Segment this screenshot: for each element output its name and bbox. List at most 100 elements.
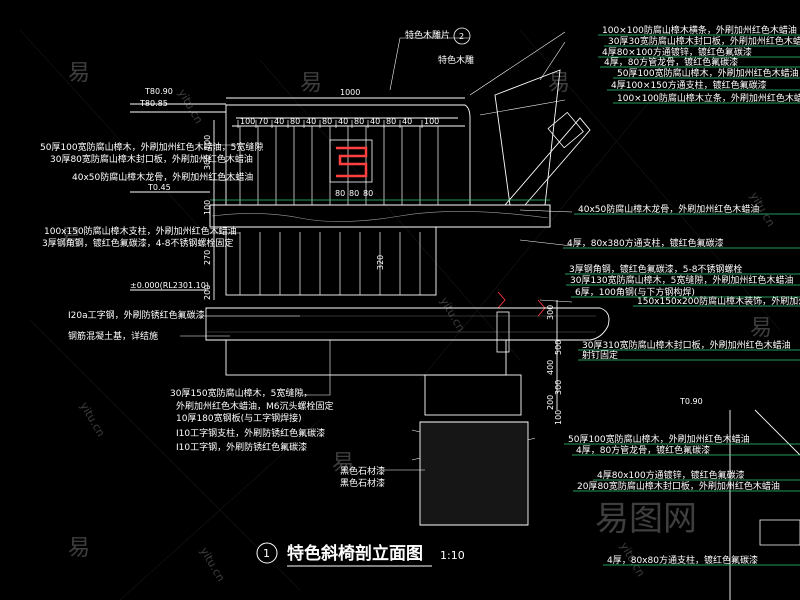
leader [519,209,573,213]
annotation-note: 40x50防腐山樟木龙骨，外刷加州红色木蜡油 [72,171,253,183]
watermark-logo: 易 [68,536,90,561]
carved-panel [329,139,373,183]
annotation-note: 4厚100×150方通支柱，镀红色氟碳漆 [611,79,767,91]
dimension-right: 100 [554,410,563,425]
ref-label: 特色木雕片 [405,29,450,41]
leader-ref [389,37,470,91]
support-end-block [547,111,584,149]
dimension-right: 400 [546,360,555,375]
dimension-segment: 40 [338,117,348,126]
foundation [411,374,536,526]
level-mark: T80.90 [144,87,173,96]
leader [539,299,573,303]
annotation-note: 外刷加州红色木蜡油，M6沉头螺栓固定 [176,400,334,412]
beam-lower [225,339,507,376]
level-mark: T0.45 [147,183,171,192]
leader [539,41,566,81]
annotation-note: 30厚30宽防腐山樟木封口板，外刷加州红色木蜡油 [608,35,800,47]
watermark-logo: 易 [300,71,322,96]
seat-slab [209,204,551,228]
beam-flanges [206,315,596,333]
dimension-segment: 80 [386,117,396,126]
watermark-logo: 易 [332,451,354,476]
level-mark: T0.90 [679,397,703,406]
annotation-note: 50厚100宽防腐山樟木，外刷加州红色木蜡油，5宽缝隙 [40,141,263,153]
annotation-note: I10工字钢，外刷防锈红色氟碳漆 [176,441,307,453]
annotation-note: 30厚80宽防腐山樟木封口板，外刷加州红色木蜡油 [50,153,253,165]
dimension-segment: 80 [354,117,364,126]
reference-bubble: 2 特色木雕片 特色木雕 [405,27,474,66]
dimension-left: 100 [203,200,212,215]
carving-pattern [336,146,368,178]
leader-lines [180,31,573,471]
annotation-note: 10厚180宽钢板(与工字钢焊接) [176,412,302,424]
dimension-guides [130,97,558,410]
annotation-note: 50厚100宽防腐山樟木，外刷加州红色木蜡油 [568,433,750,445]
watermark-url: yitu.cn [175,87,205,126]
dimension-left: 300 [203,155,212,170]
dimension-segment: 40 [274,117,284,126]
ref-circle [453,27,471,45]
annotation-note: 4厚，80x80方通支柱，镀红色氟碳漆 [607,554,758,566]
dimension-segment: 100 [424,117,439,126]
slanted-support [494,69,591,206]
title-text: 特色斜椅剖立面图 [287,543,423,564]
bench-back [225,104,471,206]
dimension-segment: 40 [370,117,380,126]
watermark-url: yitu.cn [197,545,227,584]
annotation-note: 钢筋混凝土基，详结施 [68,330,158,342]
detail-corner [729,409,800,600]
slanted-brace [504,117,591,206]
annotation-note: 4厚80×100方通镀锌，镀红色氟碳漆 [602,46,752,58]
annotation-note: 30厚130宽防腐山樟木，5宽缝隙，外刷加州红色木蜡油 [570,274,793,286]
dimension-mid: 320 [376,255,385,270]
annotation-note: 40x50防腐山樟木龙骨，外刷加州红色木蜡油 [578,203,759,215]
bracket-left [497,291,506,309]
annotation-note: 射钉固定 [582,349,618,361]
dimension-panel: 80 [335,189,345,198]
annotation-note: 100×100防腐山樟木立条，外刷加州红色木蜡油 [617,92,800,104]
watermark-logo: 易 [60,226,82,251]
level-marks: T80.90 T80.85 T0.45 T0.90 ±0.000(RL2301.… [130,87,703,406]
footing-break [411,429,536,461]
ref-sublabel: 特色木雕 [438,54,474,66]
leader [300,340,331,396]
annotation-note: 3厚钢角钢，镀红色氟碳漆，4-8不锈钢螺栓固定 [42,237,233,249]
annotation-note: 30厚310宽防腐山樟木封口板，外刷加州红色木蜡油 [582,339,791,351]
dimension-left: 270 [203,250,212,265]
dimension-right: 300 [546,305,555,320]
dimension-segment: 80 [322,117,332,126]
leg-frame [225,226,437,296]
notes-left: 50厚100宽防腐山樟木，外刷加州红色木蜡油，5宽缝隙30厚80宽防腐山樟木封口… [40,141,263,342]
annotation-note: 3厚钢角钢，镀红色氟碳漆，5-8不锈钢螺栓 [569,263,742,275]
annotation-note: 4厚，80x380方通支柱，镀红色氟碳漆 [567,237,724,249]
dimension-right: 500 [554,340,563,355]
drawing-title: 1 特色斜椅剖立面图 1:10 [256,542,465,567]
dimension-right: 200 [546,395,555,410]
watermark-url: yitu.cn [77,400,107,439]
ground-level: ±0.000(RL2301.10) [130,281,209,290]
watermark-logo: 易 [68,61,90,86]
detail-frame [729,409,800,600]
dimension-right: 300 [554,380,563,395]
title-scale: 1:10 [440,549,465,562]
pier [424,374,522,416]
ref-number: 2 [459,32,464,41]
dimension-panel: 80 [349,189,359,198]
dimension-panel: 80 [363,189,373,198]
watermark-logo: 易 [548,71,570,96]
leader [479,99,566,116]
annotation-note: I10工字钢支柱，外刷防锈红色氟碳漆 [176,427,325,439]
dimension-segment: 80 [290,117,300,126]
title-circle [256,542,278,564]
watermark-brand: 易图网 [595,499,697,539]
notes-right: 100×100防腐山樟木横条，外刷加州红色木蜡油30厚30宽防腐山樟木封口板，外… [563,24,800,566]
level-lines [130,103,226,291]
dimension-segment: 70 [258,117,268,126]
annotation-note: 150x150x200防腐山樟木装饰，外刷加州红色木蜡油 [637,295,800,307]
i-beam-section [496,311,510,353]
dimension-overall: 1000 [340,88,360,97]
level-mark: T80.85 [139,99,168,108]
